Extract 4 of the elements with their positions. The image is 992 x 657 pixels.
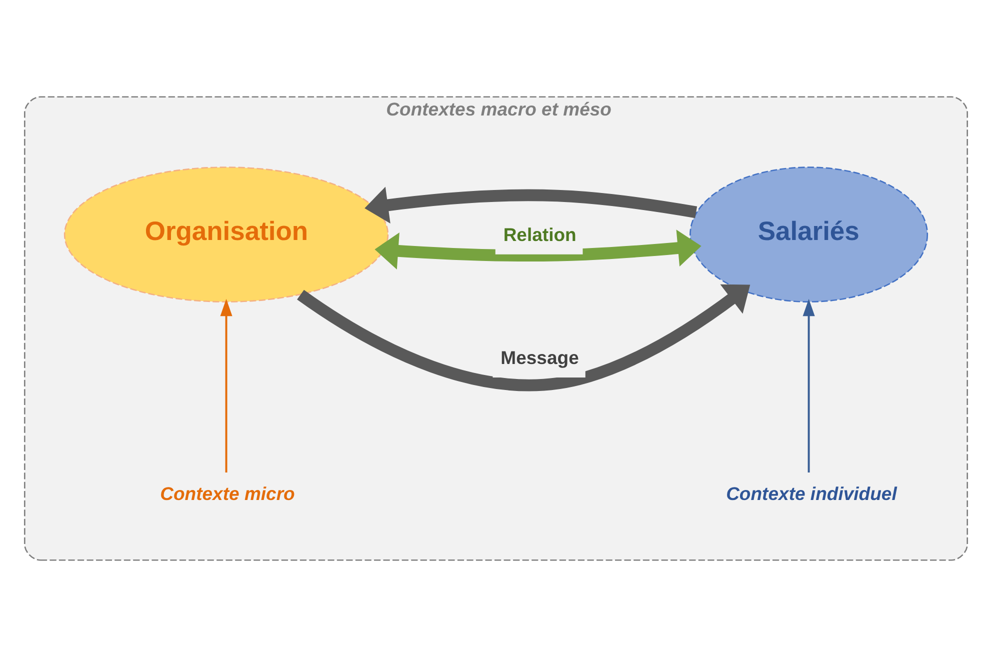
edge-label: Relation [503, 224, 576, 245]
node-text: Contexte individuel [726, 483, 897, 504]
node-text: Contexte micro [160, 483, 295, 504]
edge-label: Message [500, 346, 579, 368]
